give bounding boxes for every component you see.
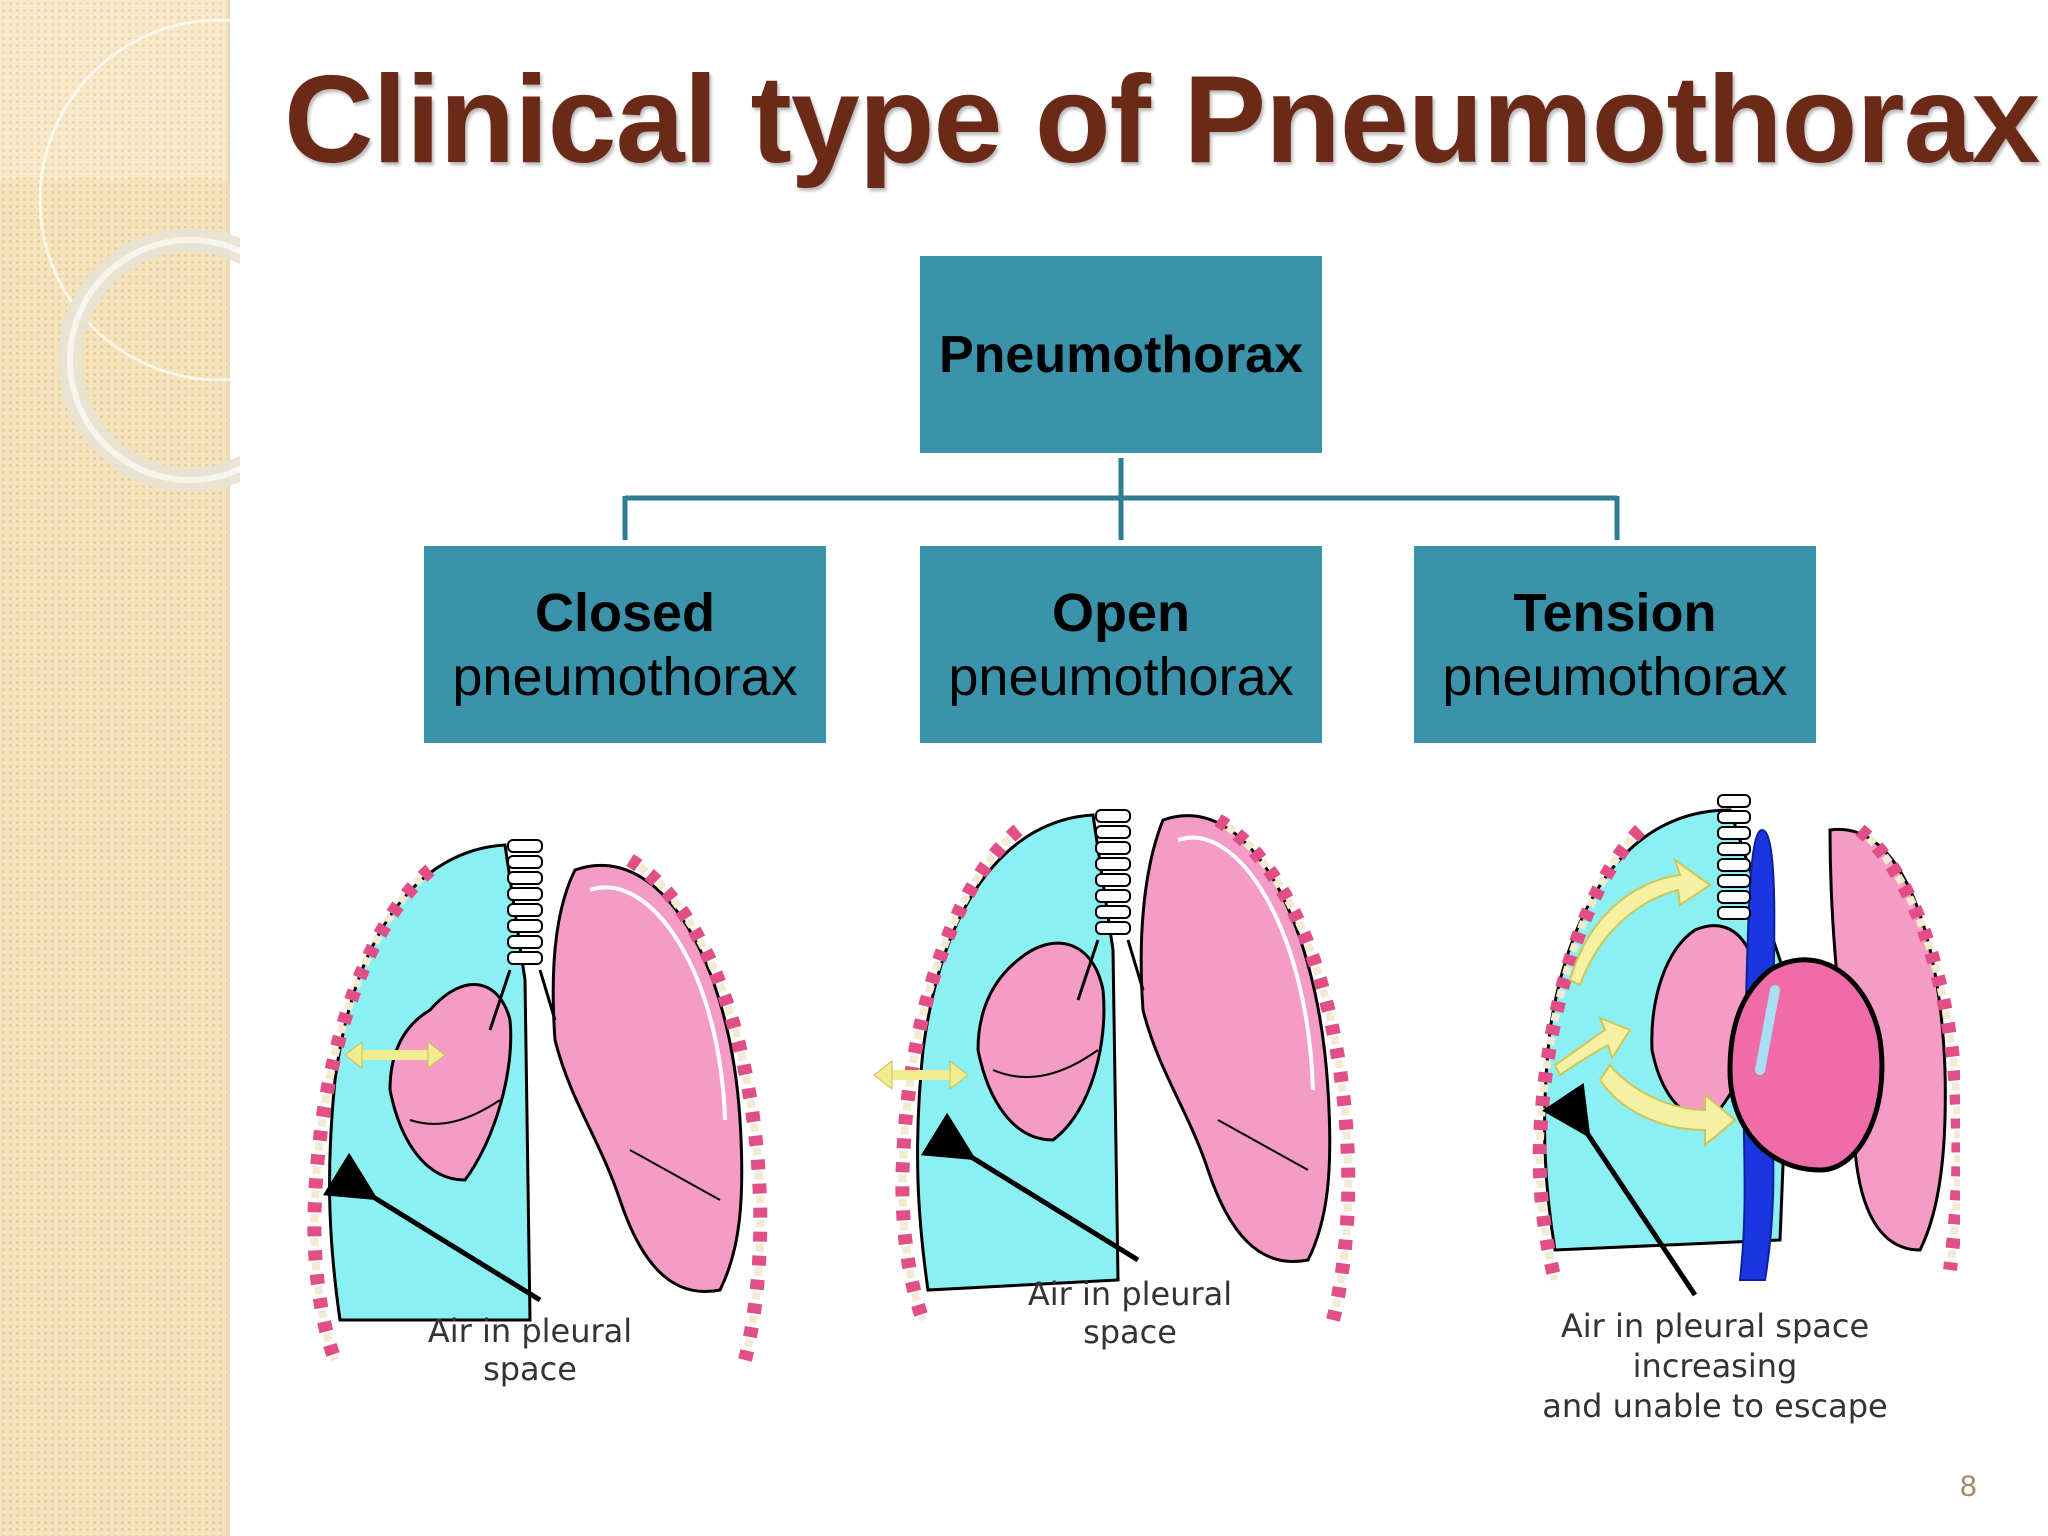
root-node-pneumothorax: Pneumothorax <box>920 256 1322 453</box>
slide-title: Clinical type of Pneumothorax <box>284 51 2041 189</box>
node-tension-pneumothorax: Tension pneumothorax <box>1414 546 1816 743</box>
node-sub: pneumothorax <box>1442 646 1788 707</box>
closed-pneumothorax-lung-icon <box>307 839 768 1363</box>
node-head: Tension <box>1513 582 1717 643</box>
tension-caption: Air in pleural space increasing and unab… <box>1485 1306 1945 1426</box>
node-head: Closed <box>534 582 716 643</box>
tension-caption-line-2: and unable to escape <box>1542 1387 1888 1425</box>
open-caption: Air in pleural space <box>1027 1275 1233 1351</box>
root-node-label: Pneumothorax <box>938 325 1304 384</box>
page-number: 8 <box>1960 1470 1977 1503</box>
tension-caption-line-1: Air in pleural space increasing <box>1560 1307 1870 1385</box>
node-closed-pneumothorax: Closed pneumothorax <box>424 546 826 743</box>
node-head: Open <box>1051 582 1190 643</box>
open-pneumothorax-lung-icon <box>873 809 1356 1323</box>
decorative-sidebar <box>0 0 240 1536</box>
closed-caption: Air in pleural space <box>427 1312 633 1388</box>
node-open-pneumothorax: Open pneumothorax <box>920 546 1322 743</box>
decorative-rings-icon <box>0 0 240 492</box>
tension-pneumothorax-lung-icon <box>1532 794 1960 1297</box>
node-sub: pneumothorax <box>452 646 798 707</box>
node-sub: pneumothorax <box>948 646 1294 707</box>
